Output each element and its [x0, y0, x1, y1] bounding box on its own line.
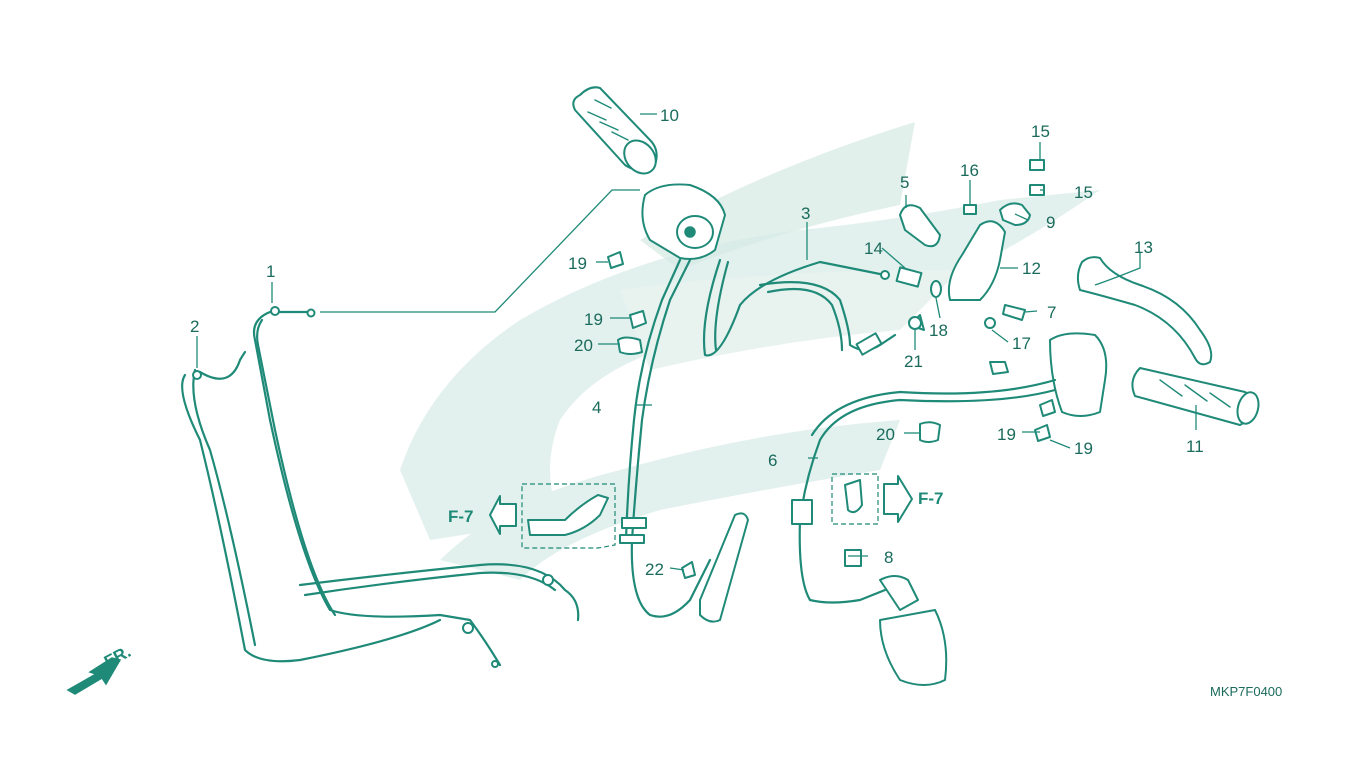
callout-20a: 20 [574, 336, 593, 355]
callout-17: 17 [1012, 334, 1031, 353]
callout-11: 11 [1186, 437, 1204, 456]
callout-7: 7 [1047, 303, 1056, 322]
leader-lines [196, 113, 1197, 571]
callout-15a: 15 [1031, 122, 1050, 141]
callout-1: 1 [266, 262, 275, 281]
callout-21: 21 [904, 352, 923, 371]
front-arrow-icon [66, 657, 122, 695]
left-grip-part-10 [572, 86, 658, 175]
throttle-housing [641, 183, 726, 260]
callout-20b: 20 [876, 425, 895, 444]
cable-part-4 [619, 258, 749, 623]
callout-6: 6 [768, 451, 777, 470]
throttle-cables [181, 306, 580, 668]
callout-19b: 19 [584, 310, 603, 329]
callout-labels: 1 2 3 4 5 6 7 8 9 10 11 12 13 14 15 15 1… [190, 106, 1204, 579]
callout-8: 8 [884, 548, 893, 567]
brake-master-cluster [895, 159, 1045, 331]
callout-16: 16 [960, 161, 979, 180]
callout-19d: 19 [1074, 439, 1093, 458]
cable-part-3 [702, 258, 897, 357]
ref-label-left: F-7 [448, 507, 474, 526]
right-switch-housing [791, 332, 1108, 686]
ref-label-right: F-7 [918, 489, 944, 508]
callout-2: 2 [190, 317, 199, 336]
ref-arrow-right [883, 475, 913, 523]
lever-part-13 [1076, 256, 1213, 366]
ref-arrow-left [489, 495, 517, 535]
callout-19c: 19 [997, 425, 1016, 444]
callout-5: 5 [900, 173, 909, 192]
callout-12: 12 [1022, 259, 1041, 278]
callout-18: 18 [929, 321, 948, 340]
right-grip-part-11 [1131, 367, 1260, 426]
ref-box-left [521, 483, 616, 549]
callout-15b: 15 [1074, 183, 1093, 202]
drawing-code: MKP7F0400 [1210, 684, 1282, 699]
callout-9: 9 [1046, 213, 1055, 232]
callout-14: 14 [864, 239, 883, 258]
callout-4: 4 [592, 398, 601, 417]
leader-housing [320, 189, 640, 313]
callout-19a: 19 [568, 254, 587, 273]
callout-22: 22 [645, 560, 664, 579]
small-fasteners [607, 251, 1056, 579]
callout-10: 10 [660, 106, 679, 125]
callout-13: 13 [1134, 238, 1153, 257]
callout-3: 3 [801, 204, 810, 223]
ref-box-right [831, 473, 879, 525]
